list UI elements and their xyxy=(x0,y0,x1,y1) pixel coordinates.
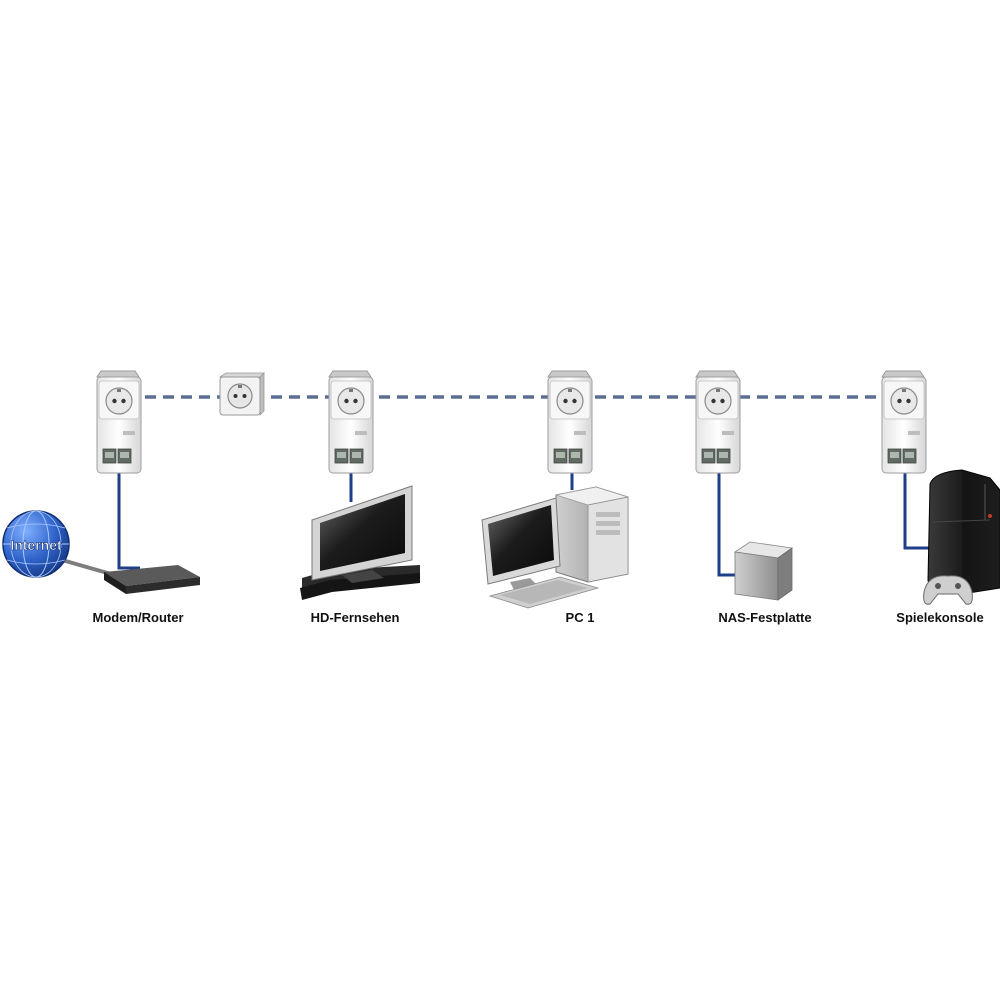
internet-label: Internet xyxy=(10,537,62,553)
wall-socket-icon xyxy=(219,372,265,416)
powerline-adapter-icon xyxy=(547,370,593,474)
powerline-adapter-icon xyxy=(328,370,374,474)
label-pc: PC 1 xyxy=(565,610,595,625)
modem-router-icon xyxy=(104,565,200,594)
hd-tv-icon xyxy=(300,485,420,600)
cable-nas xyxy=(717,468,740,577)
label-modem-router: Modem/Router xyxy=(92,610,184,625)
label-hd-tv: HD-Fernsehen xyxy=(310,610,400,625)
powerline-adapter-icon xyxy=(695,370,741,474)
internet-globe-icon xyxy=(2,510,70,578)
powerline-adapter-icon xyxy=(881,370,927,474)
game-console-icon xyxy=(923,469,1000,605)
pc-icon xyxy=(481,486,629,609)
ethernet-cables xyxy=(117,468,932,577)
cable-modem xyxy=(117,468,140,570)
cable-console xyxy=(903,468,932,550)
nas-icon xyxy=(733,541,794,601)
powerline-adapter-icon xyxy=(96,370,142,474)
label-game-console: Spielekonsole xyxy=(896,610,984,625)
label-nas: NAS-Festplatte xyxy=(718,610,812,625)
